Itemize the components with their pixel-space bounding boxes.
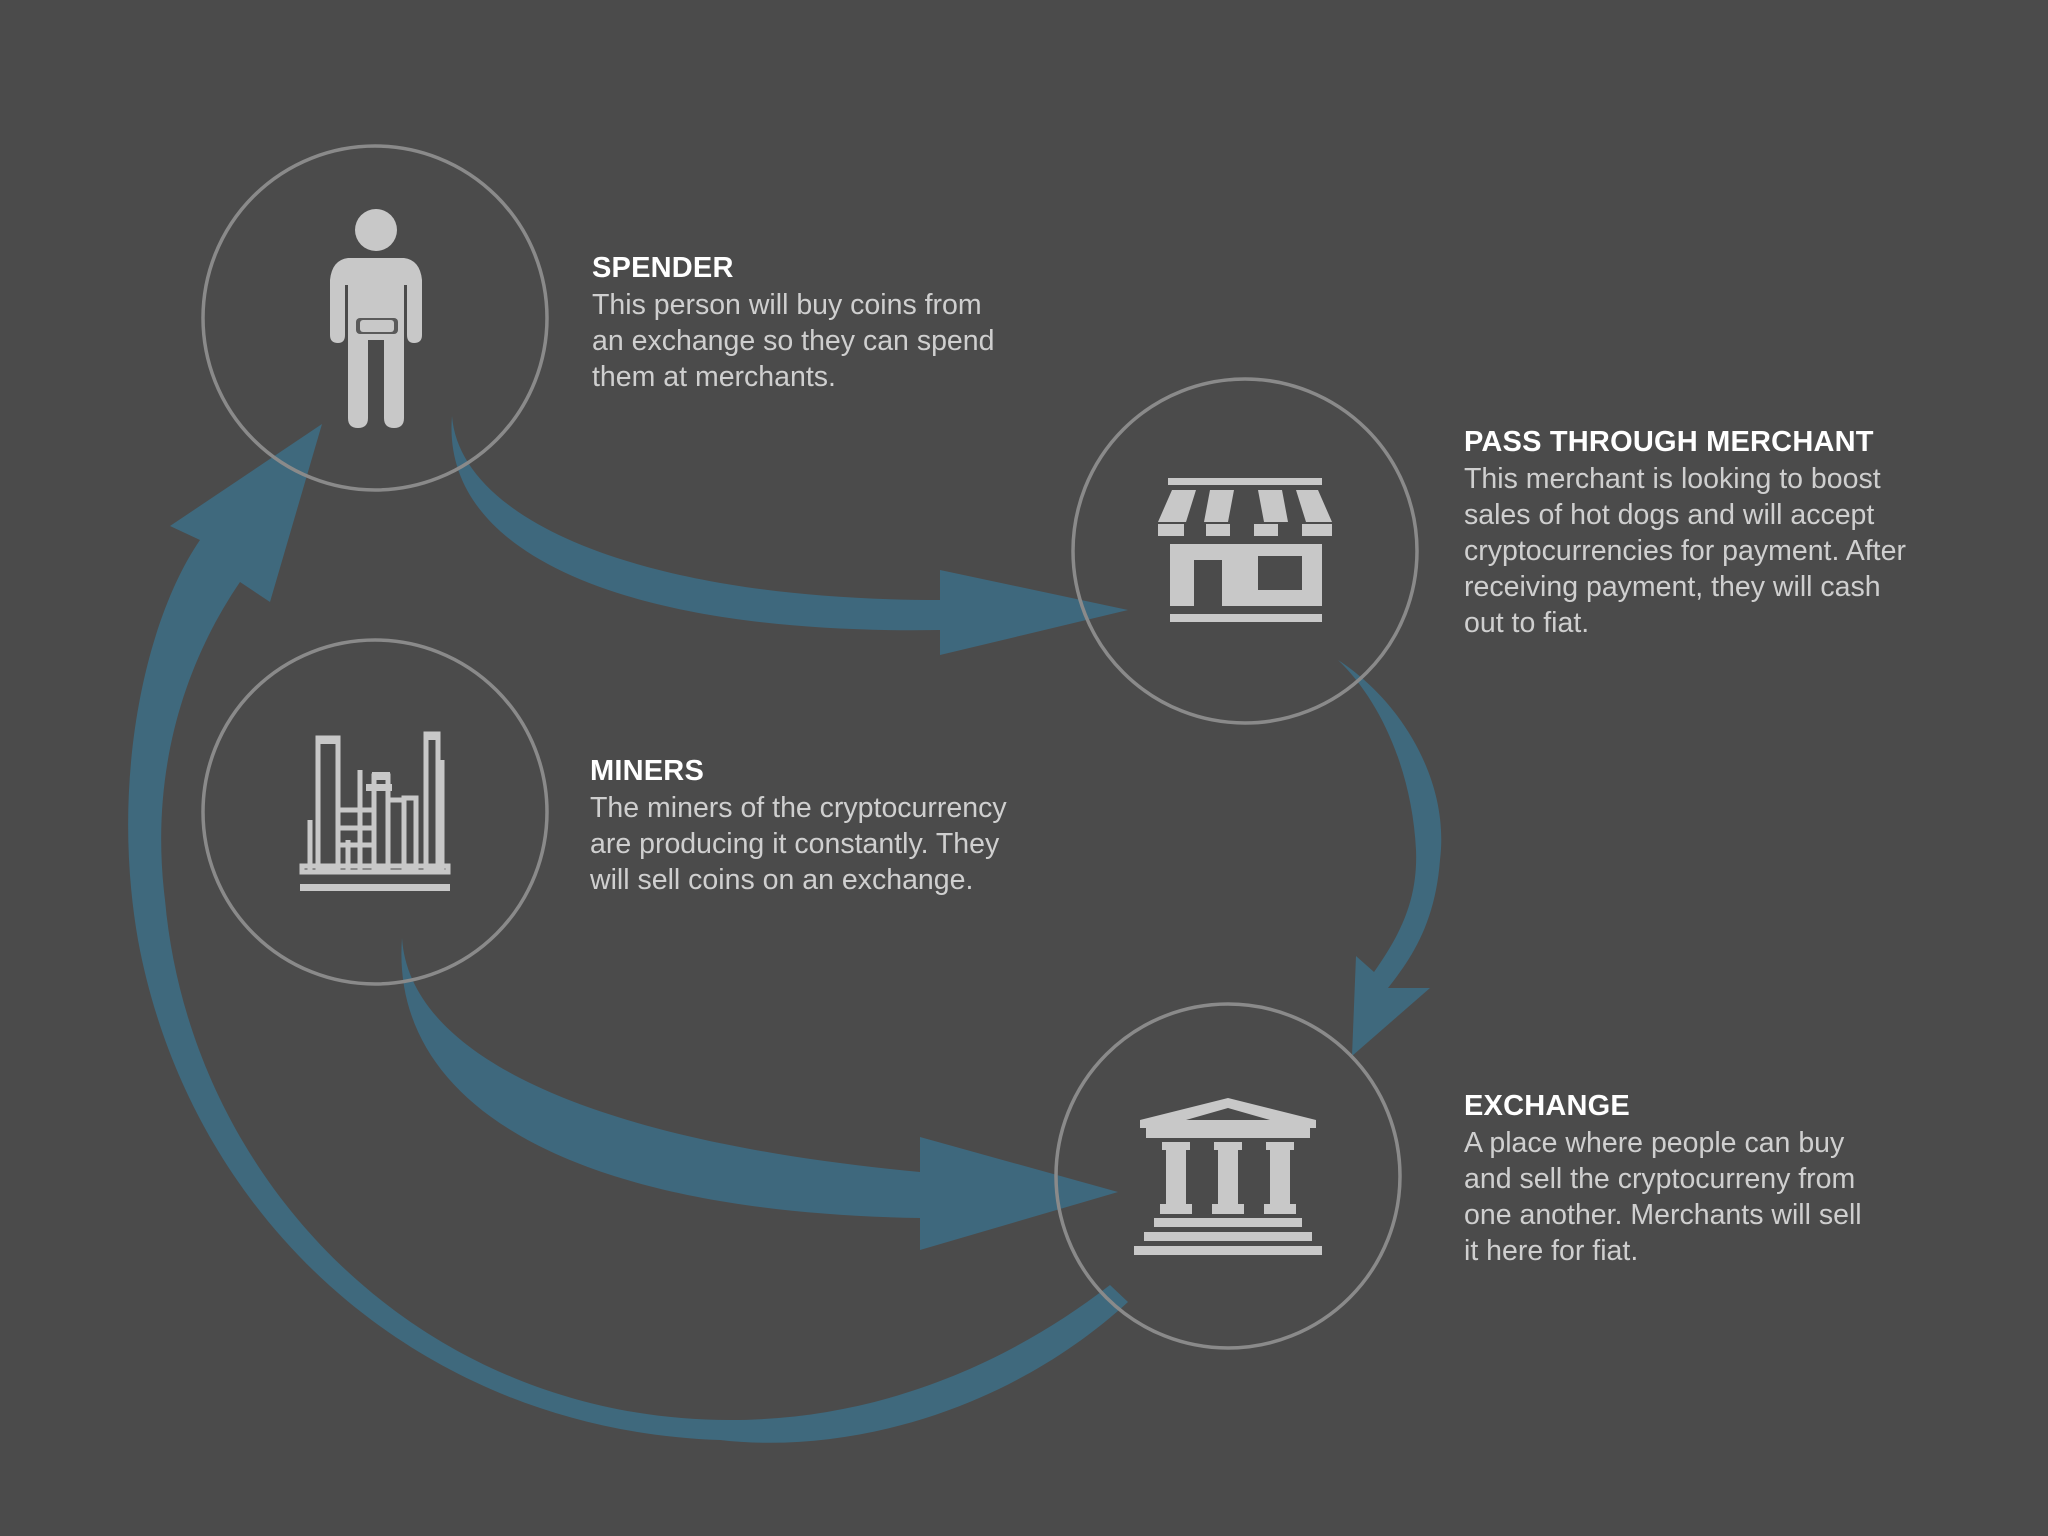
factory-icon [299, 731, 451, 891]
miners-description: The miners of the cryptocurrency are pro… [590, 792, 1007, 896]
miners-text: MINERS The miners of the cryptocurrency … [590, 755, 1060, 898]
merchant-description: This merchant is looking to boost sales … [1464, 463, 1906, 639]
merchant-title: PASS THROUGH MERCHANT [1464, 426, 1874, 458]
merchant-text: PASS THROUGH MERCHANT This merchant is l… [1464, 426, 1984, 641]
person-icon [330, 209, 422, 428]
spender-description: This person will buy coins from an excha… [592, 289, 995, 393]
arrow-merchant-to-exchange [1338, 660, 1442, 1056]
exchange-text: EXCHANGE A place where people can buy an… [1464, 1090, 1924, 1269]
spender-text: SPENDER This person will buy coins from … [592, 252, 1012, 395]
exchange-circle [1054, 1002, 1402, 1350]
exchange-description: A place where people can buy and sell th… [1464, 1127, 1862, 1267]
storefront-icon [1158, 478, 1332, 622]
spender-title: SPENDER [592, 252, 734, 284]
bank-icon [1134, 1098, 1322, 1255]
arrow-exchange-to-spender [128, 424, 1128, 1443]
merchant-circle [1071, 377, 1419, 725]
arrow-miners-to-exchange [401, 938, 1118, 1250]
spender-circle [201, 144, 549, 492]
exchange-title: EXCHANGE [1464, 1090, 1630, 1122]
arrow-spender-to-merchant [451, 416, 1128, 655]
miners-circle [201, 638, 549, 986]
miners-title: MINERS [590, 755, 704, 787]
